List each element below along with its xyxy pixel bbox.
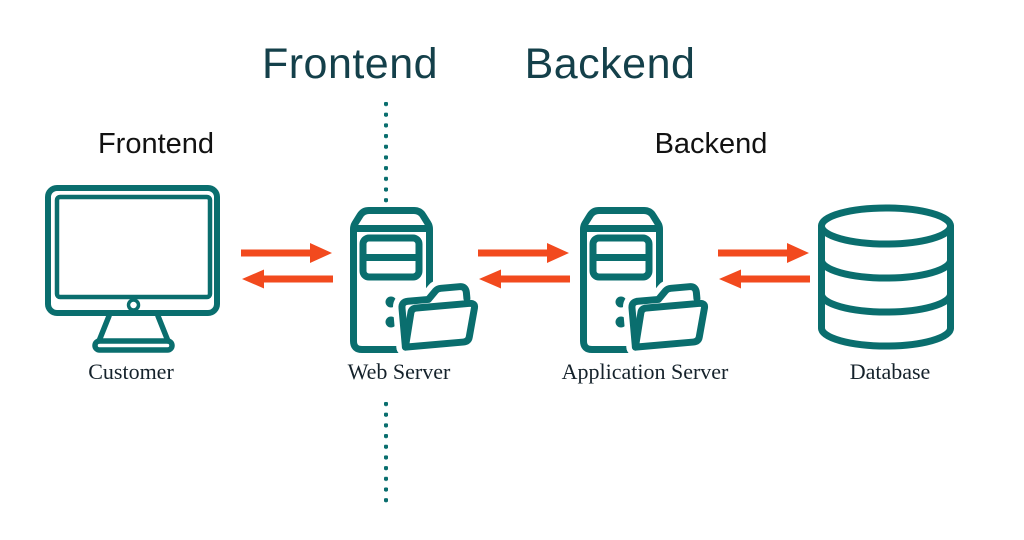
arrow-right-icon: [241, 243, 332, 263]
arrow-right-icon: [718, 243, 809, 263]
frontend-zone-title: Frontend: [261, 40, 439, 88]
node-label-database: Database: [849, 359, 931, 384]
frontend-section-label: Frontend: [97, 128, 215, 160]
backend-zone-title: Backend: [524, 40, 696, 88]
database-icon: [818, 204, 954, 350]
frontend-backend-divider-top: [383, 101, 389, 205]
monitor-icon: [45, 185, 220, 353]
node-label-application-server: Application Server: [561, 359, 729, 384]
node-label-customer: Customer: [88, 359, 174, 384]
node-label-web-server: Web Server: [347, 359, 451, 384]
server-icon: [580, 206, 715, 354]
arrow-left-icon: [242, 269, 333, 289]
backend-section-label: Backend: [654, 128, 768, 160]
frontend-backend-divider-bottom: [383, 401, 389, 505]
connection-arrows-webserver-appserver: [478, 243, 570, 289]
connection-arrows-customer-webserver: [241, 243, 333, 289]
arrow-left-icon: [479, 269, 570, 289]
server-icon: [350, 206, 485, 354]
arrow-left-icon: [719, 269, 810, 289]
connection-arrows-appserver-database: [718, 243, 810, 289]
arrow-right-icon: [478, 243, 569, 263]
